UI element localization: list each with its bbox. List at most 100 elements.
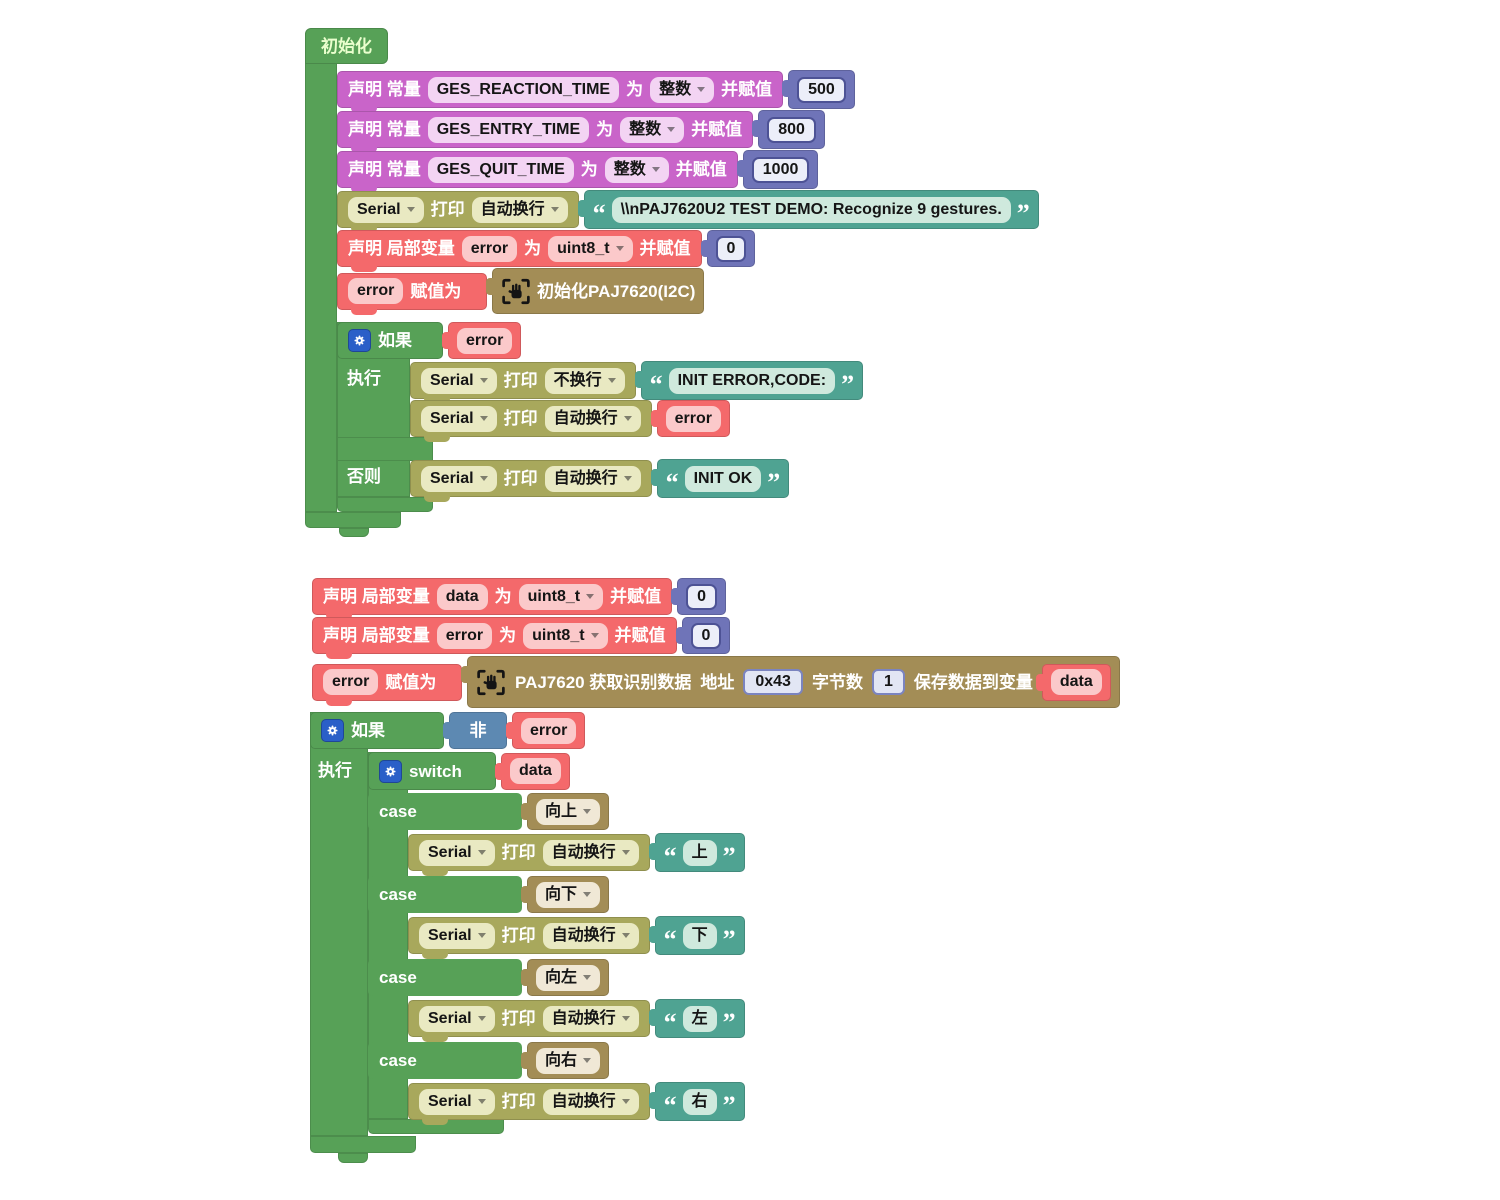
case-option-dropdown[interactable]: 向上 (536, 798, 601, 825)
number-value-block[interactable]: 0 (700, 230, 756, 267)
string-field[interactable]: INIT ERROR,CODE: (668, 367, 836, 394)
type-dropdown[interactable]: 整数 (650, 76, 715, 103)
serial-port-dropdown[interactable]: Serial (419, 839, 495, 866)
serial-port-dropdown[interactable]: Serial (421, 367, 497, 394)
var-name-field[interactable]: error (436, 622, 493, 649)
assign-variable-block[interactable]: error 赋值为 (337, 272, 487, 315)
newline-dropdown[interactable]: 自动换行 (542, 922, 639, 949)
variable-value-block[interactable]: data (1035, 663, 1111, 701)
serial-port-dropdown[interactable]: Serial (419, 922, 495, 949)
number-value-block[interactable]: 0 (675, 617, 731, 654)
number-value-block[interactable]: 1000 (736, 150, 819, 189)
number-field[interactable]: 0 (686, 583, 717, 610)
string-value-block[interactable]: “ \\nPAJ7620U2 TEST DEMO: Recognize 9 ge… (577, 190, 1039, 229)
gesture-init-block[interactable]: 初始化PAJ7620(I2C) (485, 268, 705, 314)
variable-value-block[interactable]: error (441, 322, 522, 359)
newline-dropdown[interactable]: 自动换行 (542, 1005, 639, 1032)
case-option-block[interactable]: 向上 (520, 793, 610, 830)
mutator-gear-icon[interactable] (348, 329, 371, 352)
serial-port-dropdown[interactable]: Serial (421, 465, 497, 492)
if-block-header[interactable]: 如果 (337, 322, 443, 359)
number-field[interactable]: 500 (797, 76, 846, 103)
serial-print-block[interactable]: Serial 打印 自动换行 (337, 191, 579, 233)
string-field[interactable]: \\nPAJ7620U2 TEST DEMO: Recognize 9 gest… (611, 196, 1011, 223)
newline-dropdown[interactable]: 自动换行 (544, 405, 641, 432)
assign-variable-block[interactable]: error 赋值为 (312, 663, 462, 706)
mutator-gear-icon[interactable] (321, 719, 344, 742)
variable-value-block[interactable]: error (505, 712, 586, 749)
serial-port-dropdown[interactable]: Serial (419, 1088, 495, 1115)
serial-print-block[interactable]: Serial 打印 自动换行 (410, 400, 652, 442)
serial-print-block[interactable]: Serial 打印 不换行 (410, 362, 636, 404)
type-dropdown[interactable]: 整数 (620, 116, 685, 143)
serial-print-block[interactable]: Serial 打印 自动换行 (410, 460, 652, 502)
variable-value-block[interactable]: data (495, 752, 570, 790)
serial-print-block[interactable]: Serial 打印 自动换行 (408, 1083, 650, 1125)
variable-value-block[interactable]: error (650, 400, 730, 437)
string-value-block[interactable]: “ INIT ERROR,CODE: ” (634, 361, 864, 400)
if2-block-spine[interactable] (310, 712, 368, 1136)
newline-dropdown[interactable]: 自动换行 (471, 196, 568, 223)
string-value-block[interactable]: “ INIT OK ” (650, 459, 790, 498)
declare-const-block[interactable]: 声明 常量 GES_ENTRY_TIME 为 整数 并赋值 (337, 111, 754, 153)
const-name-field[interactable]: GES_ENTRY_TIME (427, 116, 590, 143)
newline-dropdown[interactable]: 自动换行 (544, 465, 641, 492)
number-value-block[interactable]: 800 (752, 110, 825, 149)
switch-block-header[interactable]: switch (368, 752, 496, 790)
case-row[interactable]: case (368, 959, 522, 996)
case-option-dropdown[interactable]: 向右 (536, 1047, 601, 1074)
case-option-block[interactable]: 向下 (520, 876, 610, 913)
type-dropdown[interactable]: uint8_t (548, 235, 633, 262)
case-option-dropdown[interactable]: 向下 (536, 881, 601, 908)
string-field[interactable]: INIT OK (684, 465, 762, 492)
not-operator-block[interactable]: 非 (443, 712, 507, 749)
case-option-dropdown[interactable]: 向左 (536, 964, 601, 991)
string-value-block[interactable]: “ 右 ” (648, 1082, 745, 1121)
serial-print-block[interactable]: Serial 打印 自动换行 (408, 834, 650, 876)
serial-print-block[interactable]: Serial 打印 自动换行 (408, 917, 650, 959)
number-field[interactable]: 0 (690, 622, 722, 649)
declare-const-block[interactable]: 声明 常量 GES_REACTION_TIME 为 整数 并赋值 (337, 71, 784, 113)
const-name-field[interactable]: GES_REACTION_TIME (427, 76, 620, 103)
var-name-field[interactable]: error (348, 278, 404, 304)
case-row[interactable]: case (368, 876, 522, 913)
string-value-block[interactable]: “ 上 ” (648, 833, 745, 872)
declare-local-block[interactable]: 声明 局部变量 error 为 uint8_t 并赋值 (337, 230, 702, 272)
newline-dropdown[interactable]: 自动换行 (542, 1088, 639, 1115)
case-row[interactable]: case (368, 1042, 522, 1079)
number-value-block[interactable]: 500 (782, 70, 855, 109)
number-field[interactable]: 800 (767, 116, 816, 143)
init-block-spine[interactable] (305, 60, 337, 512)
string-field[interactable]: 下 (682, 922, 717, 949)
if-block-header[interactable]: 如果 (310, 712, 444, 749)
declare-local-block[interactable]: 声明 局部变量 data 为 uint8_t 并赋值 (312, 578, 673, 620)
string-value-block[interactable]: “ 下 ” (648, 916, 745, 955)
string-field[interactable]: 上 (682, 839, 717, 866)
var-name-field[interactable]: data (436, 583, 488, 610)
gesture-get-data-block[interactable]: PAJ7620 获取识别数据 地址 0x43 字节数 1 保存数据到变量 dat… (461, 656, 1120, 708)
number-field[interactable]: 1000 (751, 156, 810, 183)
newline-dropdown[interactable]: 不换行 (544, 367, 625, 394)
var-name-field[interactable]: error (461, 235, 518, 262)
serial-port-dropdown[interactable]: Serial (421, 405, 497, 432)
case-option-block[interactable]: 向右 (520, 1042, 610, 1079)
newline-dropdown[interactable]: 自动换行 (542, 839, 639, 866)
string-field[interactable]: 右 (682, 1088, 717, 1115)
number-value-block[interactable]: 0 (671, 578, 726, 615)
string-value-block[interactable]: “ 左 ” (648, 999, 745, 1038)
declare-const-block[interactable]: 声明 常量 GES_QUIT_TIME 为 整数 并赋值 (337, 151, 738, 193)
serial-port-dropdown[interactable]: Serial (419, 1005, 495, 1032)
type-dropdown[interactable]: uint8_t (523, 622, 608, 649)
type-dropdown[interactable]: 整数 (604, 156, 669, 183)
var-name-field[interactable]: error (323, 669, 379, 695)
init-hat-block[interactable]: 初始化 (305, 28, 388, 64)
byte-count-field[interactable]: 1 (871, 669, 905, 695)
case-option-block[interactable]: 向左 (520, 959, 610, 996)
const-name-field[interactable]: GES_QUIT_TIME (427, 156, 574, 183)
case-row[interactable]: case (368, 793, 522, 830)
serial-print-block[interactable]: Serial 打印 自动换行 (408, 1000, 650, 1042)
addr-field[interactable]: 0x43 (743, 669, 803, 695)
declare-local-block[interactable]: 声明 局部变量 error 为 uint8_t 并赋值 (312, 617, 677, 659)
type-dropdown[interactable]: uint8_t (518, 583, 604, 610)
number-field[interactable]: 0 (715, 235, 747, 262)
